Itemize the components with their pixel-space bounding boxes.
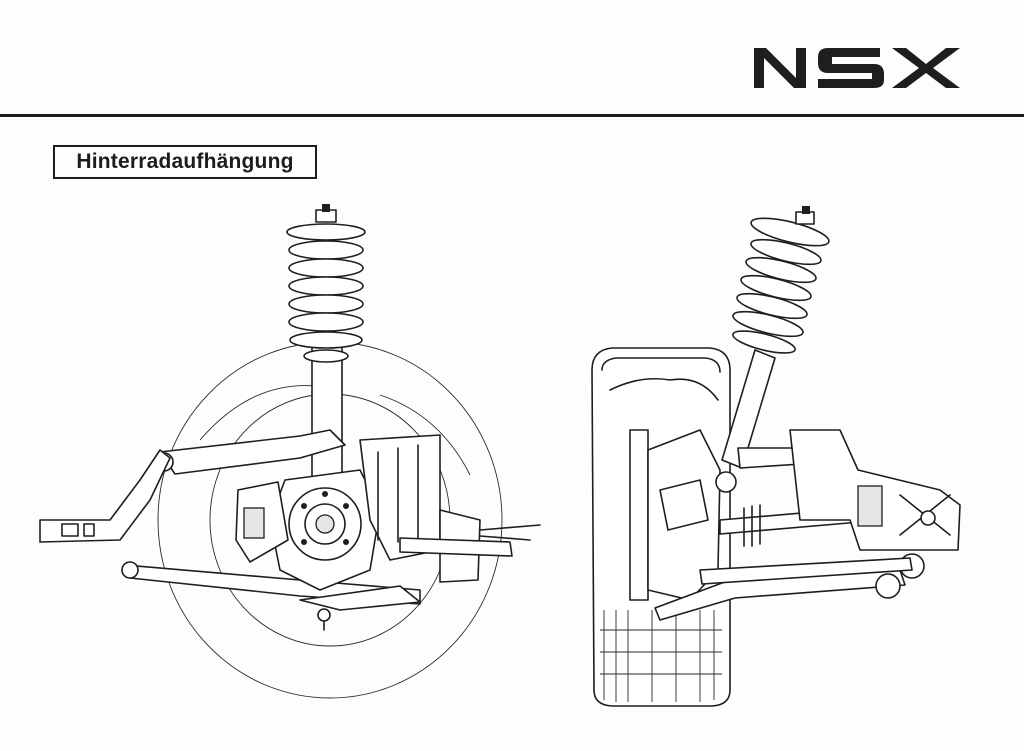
rear-suspension-side-view-illustration-icon xyxy=(39,204,541,699)
nsx-logo-icon xyxy=(754,48,960,88)
header-rule xyxy=(0,114,1024,117)
section-title-box: Hinterradaufhängung xyxy=(53,145,317,179)
nsx-logo xyxy=(752,44,962,92)
section-title: Hinterradaufhängung xyxy=(76,150,294,173)
rear-suspension-front-view-illustration-icon xyxy=(591,206,961,707)
technical-drawing xyxy=(0,190,1024,751)
